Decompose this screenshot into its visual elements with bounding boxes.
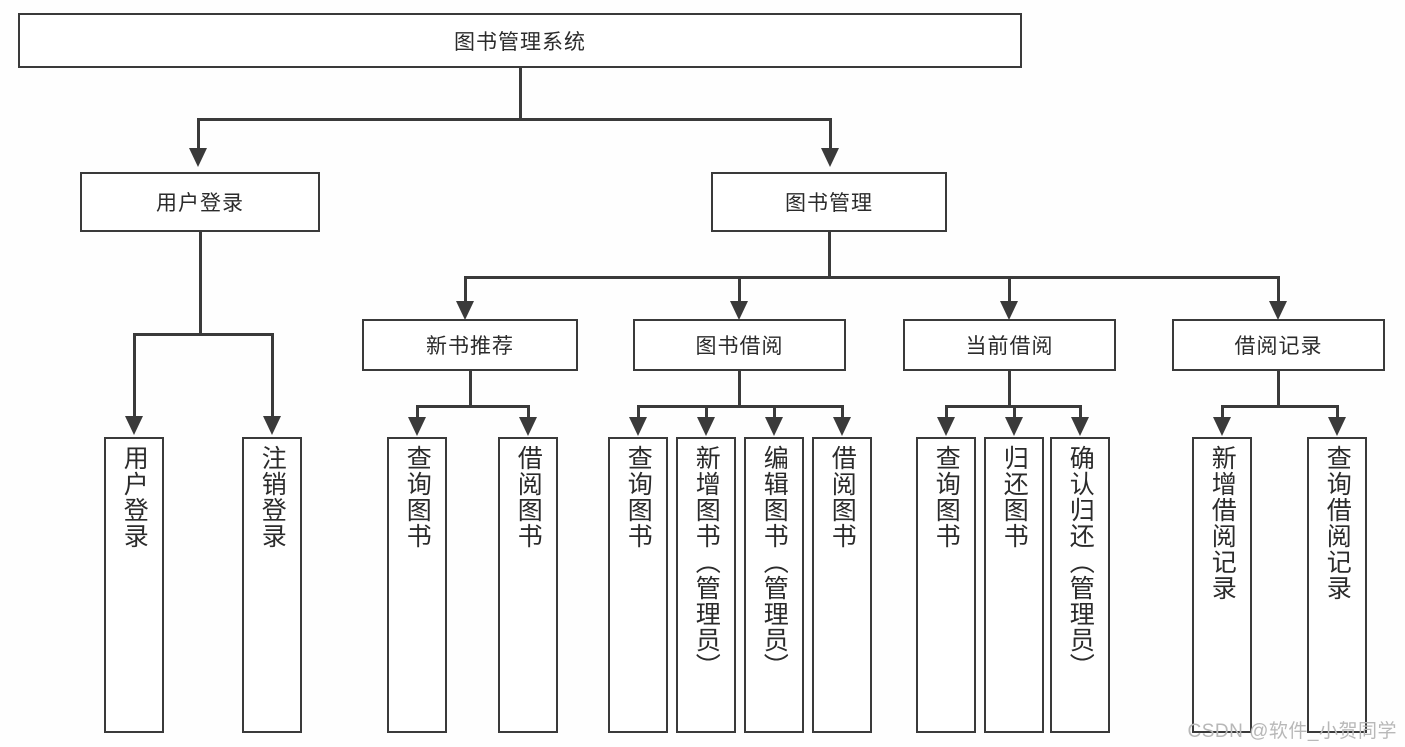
node-leaf-nb-query-book[interactable]: 查询图书 [387,437,447,733]
connector-root-bus [197,118,832,121]
connector-cb-child-2 [1013,405,1016,419]
node-label: 新增图书（管理员） [692,445,721,679]
connector-new-book-child-1 [416,405,419,419]
arrowhead-current-borrow [1000,301,1018,320]
connector-bb-child-3 [773,405,776,419]
node-label: 新书推荐 [426,335,514,358]
node-label: 查询图书 [624,445,653,549]
watermark-text: CSDN @软件_小贺同学 [1187,721,1397,742]
arrowhead-user-login [189,148,207,167]
connector-new-book-child-2 [527,405,530,419]
connector-book-borrow-stem [738,371,741,407]
node-label: 注销登录 [258,445,287,549]
connector-br-child-1 [1221,405,1224,419]
node-label: 图书管理系统 [454,30,586,54]
arrowhead-new-book [456,301,474,320]
connector-to-current-borrow [1008,276,1011,303]
connector-cb-child-1 [945,405,948,419]
connector-user-login-child-2 [271,333,274,418]
connector-level3-bus [464,276,1279,279]
node-label: 用户登录 [120,445,149,549]
node-leaf-nb-borrow-book[interactable]: 借阅图书 [498,437,558,733]
connector-to-new-book [464,276,467,303]
node-label: 新增借阅记录 [1208,445,1237,601]
arrowhead-leaf-logout [263,416,281,435]
connector-to-book-borrow [738,276,741,303]
node-current-borrow[interactable]: 当前借阅 [903,319,1116,371]
connector-root-to-user-login [197,118,200,150]
connector-book-manage-stem [828,232,831,278]
arrowhead-nb-borrow-book [519,417,537,436]
connector-root-to-book-manage [829,118,832,150]
node-book-management[interactable]: 图书管理 [711,172,947,232]
node-label: 确认归还（管理员） [1066,445,1095,679]
connector-bb-child-1 [637,405,640,419]
node-label: 图书借阅 [695,335,784,358]
node-leaf-bb-borrow-book[interactable]: 借阅图书 [812,437,872,733]
node-label: 用户登录 [156,192,244,215]
arrowhead-br-add-record [1213,417,1231,436]
node-leaf-bb-query-book[interactable]: 查询图书 [608,437,668,733]
node-label: 查询图书 [932,445,961,549]
node-label: 编辑图书（管理员） [760,445,789,679]
arrowhead-nb-query-book [408,417,426,436]
arrowhead-br-query-record [1328,417,1346,436]
connector-book-borrow-bus [637,405,843,408]
node-label: 借阅记录 [1234,335,1323,358]
node-label: 当前借阅 [965,335,1054,358]
node-book-borrow[interactable]: 图书借阅 [633,319,846,371]
connector-cb-child-3 [1079,405,1082,419]
arrowhead-book-manage [821,148,839,167]
connector-user-login-child-1 [133,333,136,418]
arrowhead-book-borrow [730,301,748,320]
connector-new-book-stem [469,371,472,407]
node-leaf-br-query-record[interactable]: 查询借阅记录 [1307,437,1367,733]
node-label: 借阅图书 [514,445,543,549]
arrowhead-cb-return-book [1005,417,1023,436]
node-leaf-user-login[interactable]: 用户登录 [104,437,164,733]
arrowhead-borrow-record [1269,301,1287,320]
connector-root-stem [519,68,522,120]
arrowhead-bb-add-book [697,417,715,436]
node-borrow-record[interactable]: 借阅记录 [1172,319,1385,371]
node-new-book-recommend[interactable]: 新书推荐 [362,319,578,371]
node-leaf-cb-query-book[interactable]: 查询图书 [916,437,976,733]
node-label: 借阅图书 [828,445,857,549]
arrowhead-bb-query-book [629,417,647,436]
connector-bb-child-2 [705,405,708,419]
node-leaf-bb-add-book[interactable]: 新增图书（管理员） [676,437,736,733]
node-label: 查询图书 [403,445,432,549]
connector-current-borrow-stem [1008,371,1011,407]
connector-user-login-bus [133,333,274,336]
node-leaf-br-add-record[interactable]: 新增借阅记录 [1192,437,1252,733]
arrowhead-cb-confirm-return [1071,417,1089,436]
node-root-system[interactable]: 图书管理系统 [18,13,1022,68]
node-label: 查询借阅记录 [1323,445,1352,601]
connector-borrow-record-bus [1221,405,1339,408]
arrowhead-bb-borrow-book [833,417,851,436]
node-user-login[interactable]: 用户登录 [80,172,320,232]
connector-to-borrow-record [1277,276,1280,303]
node-label: 图书管理 [785,192,873,215]
connector-bb-child-4 [841,405,844,419]
node-leaf-logout[interactable]: 注销登录 [242,437,302,733]
node-leaf-cb-confirm-return[interactable]: 确认归还（管理员） [1050,437,1110,733]
node-label: 归还图书 [1000,445,1029,549]
connector-borrow-record-stem [1277,371,1280,407]
arrowhead-leaf-user-login [125,416,143,435]
connector-new-book-bus [416,405,530,408]
node-leaf-bb-edit-book[interactable]: 编辑图书（管理员） [744,437,804,733]
connector-br-child-2 [1336,405,1339,419]
connector-user-login-stem [199,232,202,335]
arrowhead-cb-query-book [937,417,955,436]
arrowhead-bb-edit-book [765,417,783,436]
node-leaf-cb-return-book[interactable]: 归还图书 [984,437,1044,733]
